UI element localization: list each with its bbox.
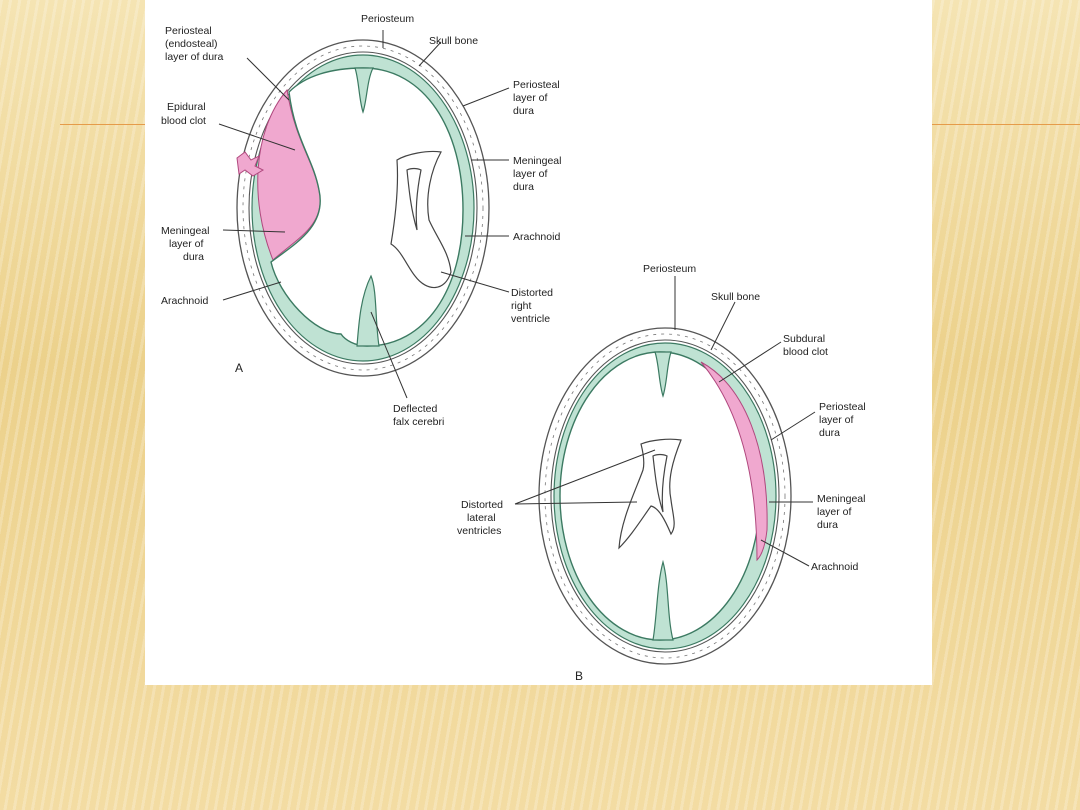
- label-a-meningeal-right-line2: layer of: [513, 168, 548, 180]
- label-a-periosteal-layer-line2: layer of: [513, 92, 548, 104]
- label-a-periosteal-layer-line1: Periosteal: [513, 79, 560, 91]
- label-a-falx-line2: falx cerebri: [393, 416, 444, 428]
- label-b-periosteal-line3: dura: [819, 427, 840, 439]
- label-a-periosteal-endosteal-line1: Periosteal: [165, 25, 212, 37]
- figure-a-falx-bottom: [356, 274, 380, 347]
- figure-a-bleeding-vessel: [236, 151, 265, 177]
- label-a-arachnoid-left: Arachnoid: [161, 295, 208, 307]
- figure-a-ventricle-horn: [406, 167, 422, 231]
- leader-b-skull-bone: [710, 301, 736, 351]
- figure-panel: Periosteum Skull bone Periosteal (endost…: [145, 0, 932, 685]
- panel-label-a: A: [235, 361, 243, 375]
- label-b-subdural-line1: Subdural: [783, 333, 825, 345]
- label-a-meningeal-left-line3: dura: [183, 251, 204, 263]
- label-a-distorted-line3: ventricle: [511, 313, 550, 325]
- label-a-skull-bone: Skull bone: [429, 35, 478, 47]
- figure-b: Periosteum Skull bone Subdural blood clo…: [457, 263, 866, 683]
- label-a-periosteal-layer-line3: dura: [513, 105, 534, 117]
- label-a-epidural-line2: blood clot: [161, 115, 206, 127]
- figure-a-right-ventricle: [390, 150, 452, 289]
- leader-a-meningeal-left: [222, 229, 286, 233]
- meningeal-hematoma-figure: Periosteum Skull bone Periosteal (endost…: [161, 13, 866, 683]
- title-rule-right: [931, 124, 1080, 125]
- figure-b-falx-top: [654, 351, 672, 398]
- figure-b-diploe: [544, 333, 786, 659]
- label-a-meningeal-left-line1: Meningeal: [161, 225, 209, 237]
- figure-b-subdural-clot: [700, 361, 768, 562]
- leader-b-ventricles-upper: [514, 449, 656, 505]
- label-b-subdural-line2: blood clot: [783, 346, 828, 358]
- label-a-meningeal-left-line2: layer of: [169, 238, 204, 250]
- label-b-ventricles-line1: Distorted: [461, 499, 503, 511]
- label-a-distorted-line2: right: [511, 300, 532, 312]
- figure-a-diploe: [242, 45, 484, 371]
- label-a-periosteum: Periosteum: [361, 13, 414, 25]
- label-b-ventricles-line2: lateral: [467, 512, 496, 524]
- label-b-arachnoid: Arachnoid: [811, 561, 858, 573]
- label-b-meningeal-line2: layer of: [817, 506, 852, 518]
- label-b-periosteal-line1: Periosteal: [819, 401, 866, 413]
- figure-b-ventricle-horn: [652, 453, 668, 513]
- label-a-arachnoid-right: Arachnoid: [513, 231, 560, 243]
- figure-a: Periosteum Skull bone Periosteal (endost…: [161, 13, 561, 428]
- label-a-meningeal-right-line1: Meningeal: [513, 155, 561, 167]
- leader-a-periosteal-endosteal: [246, 57, 290, 101]
- panel-label-b: B: [575, 669, 583, 683]
- leader-a-distorted-ventricle: [440, 271, 510, 293]
- label-a-periosteal-endosteal-line2: (endosteal): [165, 38, 218, 50]
- leader-a-periosteal-layer: [462, 87, 510, 107]
- label-b-periosteal-line2: layer of: [819, 414, 854, 426]
- leader-b-arachnoid: [760, 539, 810, 567]
- leader-a-falx: [370, 311, 408, 399]
- label-b-meningeal-line1: Meningeal: [817, 493, 865, 505]
- label-a-epidural-line1: Epidural: [167, 101, 206, 113]
- leader-b-ventricles-lower: [514, 501, 638, 505]
- leader-a-skull-bone: [418, 41, 442, 67]
- label-a-falx-line1: Deflected: [393, 403, 438, 415]
- label-b-periosteum: Periosteum: [643, 263, 696, 275]
- leader-b-periosteal: [770, 411, 816, 441]
- label-a-periosteal-endosteal-line3: layer of dura: [165, 51, 224, 63]
- leader-a-epidural: [218, 123, 296, 151]
- label-b-meningeal-line3: dura: [817, 519, 838, 531]
- leader-a-arachnoid-left: [222, 281, 282, 301]
- title-rule-left: [60, 124, 146, 125]
- label-a-meningeal-right-line3: dura: [513, 181, 534, 193]
- figure-a-falx-top: [354, 67, 374, 114]
- figure-b-falx-bottom: [652, 559, 674, 641]
- label-b-skull-bone: Skull bone: [711, 291, 760, 303]
- label-a-distorted-line1: Distorted: [511, 287, 553, 299]
- leader-b-subdural: [718, 341, 782, 383]
- label-b-ventricles-line3: ventricles: [457, 525, 501, 537]
